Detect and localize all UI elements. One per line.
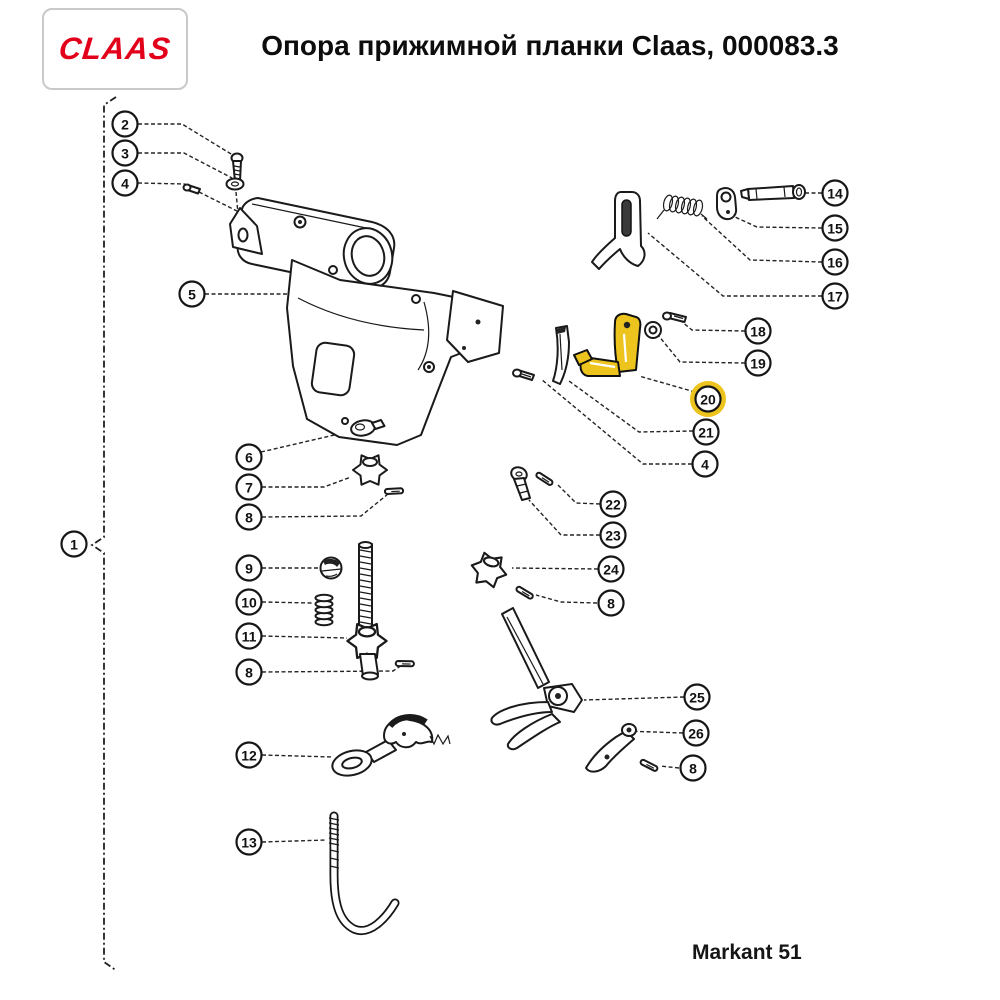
callout-8: 8: [679, 754, 707, 782]
callout-11: 11: [235, 622, 263, 650]
callout-22: 22: [599, 490, 627, 518]
callout-13: 13: [235, 828, 263, 856]
part-4-screw-upper: [182, 183, 201, 195]
callout-10: 10: [235, 588, 263, 616]
svg-text:4: 4: [701, 457, 709, 473]
part-7-star-wheel: [352, 454, 388, 486]
svg-text:18: 18: [750, 324, 766, 340]
svg-text:12: 12: [241, 748, 257, 764]
svg-text:9: 9: [245, 561, 253, 577]
svg-text:8: 8: [607, 596, 615, 612]
part-15-link: [716, 187, 738, 221]
claas-logo: CLAAS: [42, 8, 188, 90]
callout-23: 23: [599, 521, 627, 549]
model-label: Markant 51: [692, 941, 802, 964]
svg-text:4: 4: [121, 176, 129, 192]
callout-26: 26: [682, 719, 710, 747]
callout-24: 24: [597, 555, 625, 583]
svg-text:14: 14: [827, 186, 843, 202]
svg-text:3: 3: [121, 146, 129, 162]
callout-1: 1: [60, 530, 88, 558]
part-16-spring: [656, 194, 708, 220]
callout-3: 3: [111, 139, 139, 167]
callout-12: 12: [235, 741, 263, 769]
part-21-blade: [552, 325, 570, 385]
svg-text:13: 13: [241, 835, 257, 851]
svg-text:21: 21: [698, 425, 714, 441]
part-2-bolt: [230, 152, 244, 182]
part-8-pin: [638, 758, 660, 773]
svg-text:17: 17: [827, 289, 843, 305]
callout-21: 21: [692, 418, 720, 446]
svg-text:26: 26: [688, 726, 704, 742]
callout-15: 15: [821, 214, 849, 242]
svg-text:1: 1: [70, 537, 78, 553]
svg-text:8: 8: [245, 665, 253, 681]
part-8-pin: [394, 655, 416, 672]
svg-text:8: 8: [689, 761, 697, 777]
callout-6: 6: [235, 443, 263, 471]
svg-text:11: 11: [242, 629, 257, 645]
svg-text:23: 23: [605, 528, 621, 544]
part-9-nut: [319, 556, 343, 580]
assembly-bracket-line: [90, 96, 118, 972]
svg-text:5: 5: [188, 287, 196, 303]
svg-text:6: 6: [245, 450, 253, 466]
part-25-fork: [490, 607, 583, 751]
callout-19: 19: [744, 349, 772, 377]
callout-5: 5: [178, 280, 206, 308]
svg-text:10: 10: [241, 595, 257, 611]
part-4-screw-right: [512, 368, 535, 381]
svg-text:15: 15: [827, 221, 843, 237]
part-18-bolt: [662, 311, 687, 323]
svg-text:8: 8: [245, 510, 253, 526]
part-12-latch: [331, 714, 451, 777]
part-11-threaded-rod: [346, 541, 388, 681]
part-5-housing: [229, 197, 504, 446]
part-20-lever-highlighted: [573, 312, 642, 377]
callout-2: 2: [111, 110, 139, 138]
part-24-star-wheel: [466, 549, 512, 591]
part-6-cap: [350, 419, 386, 437]
part-10-spring: [314, 593, 334, 627]
callout-20: 20: [690, 381, 726, 417]
page-title: Опора прижимной планки Claas, 000083.3: [261, 30, 839, 61]
leader-lines: [137, 123, 823, 843]
part-23-bolt: [510, 466, 531, 501]
svg-text:2: 2: [121, 117, 129, 133]
svg-text:16: 16: [827, 255, 843, 271]
part-13-hook: [328, 811, 400, 935]
svg-text:20: 20: [700, 392, 716, 408]
callout-7: 7: [235, 473, 263, 501]
callout-17: 17: [821, 282, 849, 310]
part-22-pin: [533, 471, 556, 487]
callout-9: 9: [235, 554, 263, 582]
part-17-bracket: [591, 191, 646, 270]
callout-14: 14: [821, 179, 849, 207]
part-26-lever: [585, 723, 637, 773]
part-14-bolt: [740, 184, 806, 201]
callout-8: 8: [235, 503, 263, 531]
callout-8: 8: [235, 658, 263, 686]
svg-text:22: 22: [605, 497, 621, 513]
svg-text:24: 24: [603, 562, 619, 578]
svg-text:7: 7: [245, 480, 253, 496]
part-8-pin: [383, 482, 405, 500]
callout-8: 8: [597, 589, 625, 617]
callout-16: 16: [821, 248, 849, 276]
callout-layer: 1234567891011812131415161718192021422232…: [60, 110, 849, 856]
part-19-washer: [644, 321, 662, 339]
callout-25: 25: [683, 683, 711, 711]
callout-4: 4: [111, 169, 139, 197]
part-3-washer: [225, 177, 245, 191]
callout-4: 4: [691, 450, 719, 478]
svg-text:25: 25: [689, 690, 705, 706]
callout-18: 18: [744, 317, 772, 345]
part-8-pin: [514, 585, 536, 601]
svg-text:19: 19: [750, 356, 766, 372]
